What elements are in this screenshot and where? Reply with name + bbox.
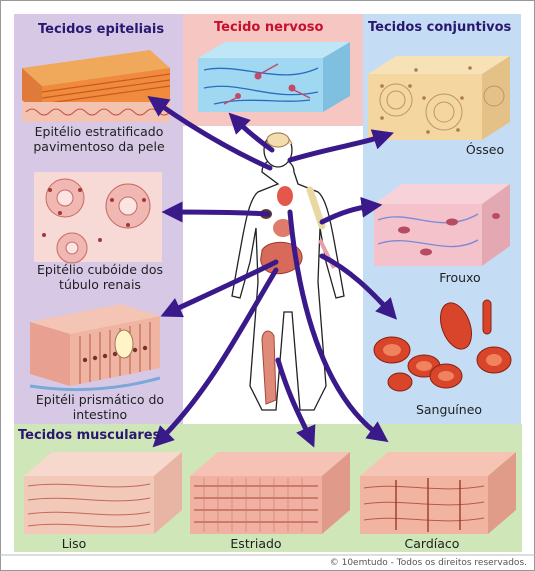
label-blood: Sanguíneo <box>415 402 483 417</box>
cardiac-muscle-illustration <box>360 452 516 534</box>
nervous-tissue-illustration <box>198 42 350 112</box>
label-stratified-epithelium: Epitélio estratificado pavimentoso da pe… <box>33 124 165 154</box>
arrow-to-loose <box>319 196 383 225</box>
label-prismatic-epithelium: Epitéli prismático do intestino <box>35 392 165 422</box>
header-nervous: Tecido nervoso <box>214 20 324 35</box>
loose-connective-illustration <box>374 184 510 266</box>
header-muscular: Tecidos musculares <box>18 428 161 443</box>
arrow-to-striated <box>275 357 316 448</box>
arrow-to-blood <box>319 253 398 320</box>
label-smooth: Liso <box>61 536 87 551</box>
label-cardiac: Cardíaco <box>404 536 460 551</box>
arrow-to-cardiac <box>287 209 389 443</box>
arrow-to-nervous <box>228 112 275 153</box>
label-bone: Ósseo <box>465 142 505 157</box>
label-striated: Estriado <box>230 536 282 551</box>
arrow-to-smooth <box>152 267 279 448</box>
stratified-epithelium-illustration <box>22 50 171 122</box>
striated-muscle-illustration <box>190 452 350 534</box>
arrow-to-bone <box>287 129 394 163</box>
label-cuboid-epithelium: Epitélio cubóide dos túbulo renais <box>36 262 163 292</box>
header-epithelial: Tecidos epiteliais <box>38 22 165 37</box>
cuboidal-epithelium-illustration <box>34 172 162 264</box>
bone-tissue-illustration <box>368 56 510 140</box>
arrow-to-stratified <box>147 95 273 171</box>
arrow-to-cuboid <box>161 201 271 223</box>
smooth-muscle-illustration <box>24 452 182 534</box>
prismatic-epithelium-illustration <box>29 304 161 392</box>
copyright-credit: © 10emtudo - Todos os direitos reservado… <box>329 558 527 568</box>
label-loose: Frouxo <box>439 270 481 285</box>
header-connective: Tecidos conjuntivos <box>368 20 512 35</box>
arrows <box>147 95 398 448</box>
arrow-to-prismatic <box>160 259 279 318</box>
